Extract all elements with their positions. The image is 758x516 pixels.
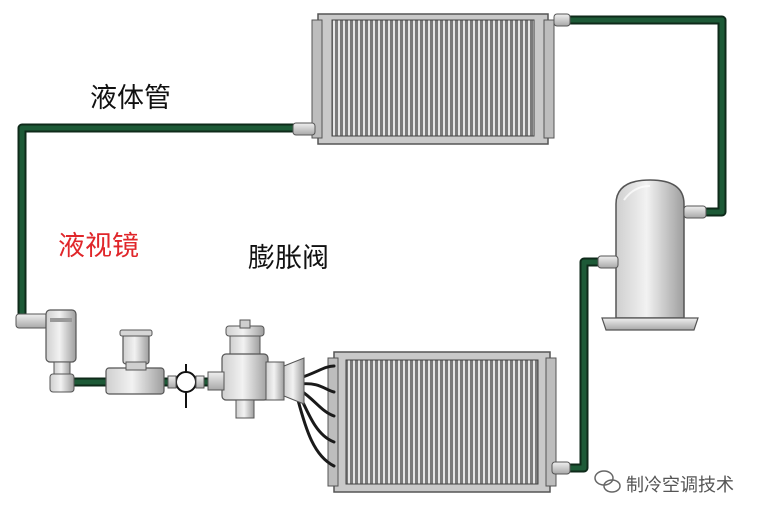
sight-glass-label: 液视镜 [58,231,139,262]
watermark-text: 制冷空调技术 [626,475,734,496]
wechat-icon [594,470,621,493]
condenser-coil [292,13,571,145]
expansion-valve [207,319,305,419]
suction-line-pipe [567,257,600,473]
evaporator-coil [327,351,571,493]
compressor [597,179,707,331]
sight-glass [15,309,77,393]
expansion-valve-label: 膨胀阀 [248,243,329,274]
liquid-line-label: 液体管 [90,83,171,114]
sight-indicator [167,364,205,408]
discharge-line-pipe [566,15,727,217]
liquid-line-pipe [17,123,302,325]
solenoid-valve [105,329,165,395]
